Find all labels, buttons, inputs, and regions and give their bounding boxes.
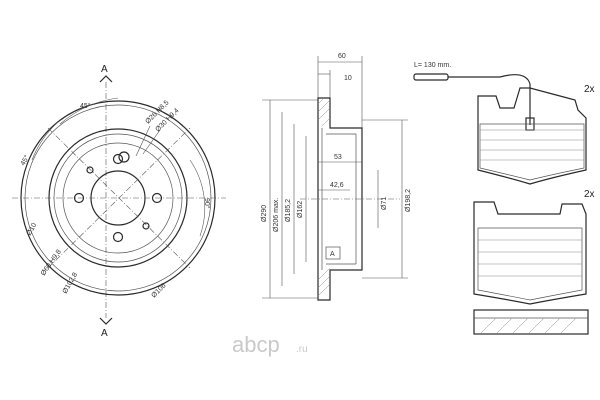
angle-label-left: 45° [19, 154, 31, 167]
section-arrow-top [99, 75, 113, 83]
pad-top-texture [480, 129, 584, 161]
sensor-connector [413, 73, 449, 81]
section-arrow-bottom [99, 317, 113, 325]
pad-side-view [473, 309, 589, 335]
dim-label: 53 [334, 154, 342, 161]
brake-pads: L= 130 mm. 2x 2x [413, 62, 595, 335]
disc-bolt-circle [62, 142, 174, 254]
pad-bottom-backplate [473, 201, 587, 305]
disc-section-view: 60 10 Ø290 Ø206 max. Ø185,2 [261, 53, 412, 301]
section-hatching [317, 97, 331, 297]
dim-label: Ø198,2 [405, 189, 412, 212]
angle-label-right: 90° [203, 198, 211, 209]
hole-label: Ø10 [26, 222, 39, 237]
watermark-logo: abcp [232, 332, 280, 357]
bolt-hole [151, 192, 163, 204]
dim-label: Ø162 [297, 201, 304, 218]
wear-sensor: L= 130 mm. [413, 62, 535, 131]
dim-label: 10 [344, 75, 352, 82]
pad-top-backplate [477, 87, 587, 185]
dim-label: Ø290 [261, 205, 268, 222]
section-marker-top: A [101, 64, 108, 75]
watermark: abcp .ru [232, 332, 308, 357]
bolt-hole [112, 153, 124, 165]
angle-arc [189, 159, 206, 237]
disc-front-view: A A 45° 45° 90° [12, 64, 226, 339]
angle-label-top: 45° [80, 102, 91, 110]
dim-label: Ø206 max. [273, 198, 280, 232]
center-mark [118, 151, 130, 163]
watermark-suffix: .ru [296, 344, 308, 355]
section-marker-bottom: A [101, 328, 108, 339]
section-marker-box [325, 246, 341, 260]
section-marker: A [330, 251, 335, 258]
dim-label: 42,6 [330, 182, 344, 189]
bolt-hole [112, 231, 124, 243]
dim-label: 60 [338, 53, 346, 60]
sensor-cable [499, 74, 531, 125]
pad-top-quantity: 2x [584, 84, 595, 95]
pad-top-friction [479, 123, 585, 181]
dim-label: Ø185,2 [285, 199, 292, 222]
hole-label: Ø60 H9,8 [40, 249, 63, 278]
locating-hole [142, 222, 150, 230]
hole-label: Ø106 [150, 282, 167, 299]
bolt-holes [73, 153, 163, 243]
dim-label: Ø71 [381, 197, 388, 210]
hole-label: Ø102,8 [62, 272, 80, 295]
leader-line [135, 125, 151, 157]
leader-line [142, 129, 161, 155]
pad-bottom-friction [477, 227, 583, 301]
centerline-diag-2 [47, 127, 191, 269]
pad-bottom-texture [478, 239, 582, 277]
locating-hole [86, 166, 94, 174]
angle-arc [59, 97, 119, 125]
pad-bottom-quantity: 2x [584, 189, 595, 200]
bolt-hole [73, 192, 85, 204]
pad-side-hatching [479, 317, 577, 335]
angle-arc [31, 121, 59, 161]
sensor-length-label: L= 130 mm. [414, 62, 451, 69]
